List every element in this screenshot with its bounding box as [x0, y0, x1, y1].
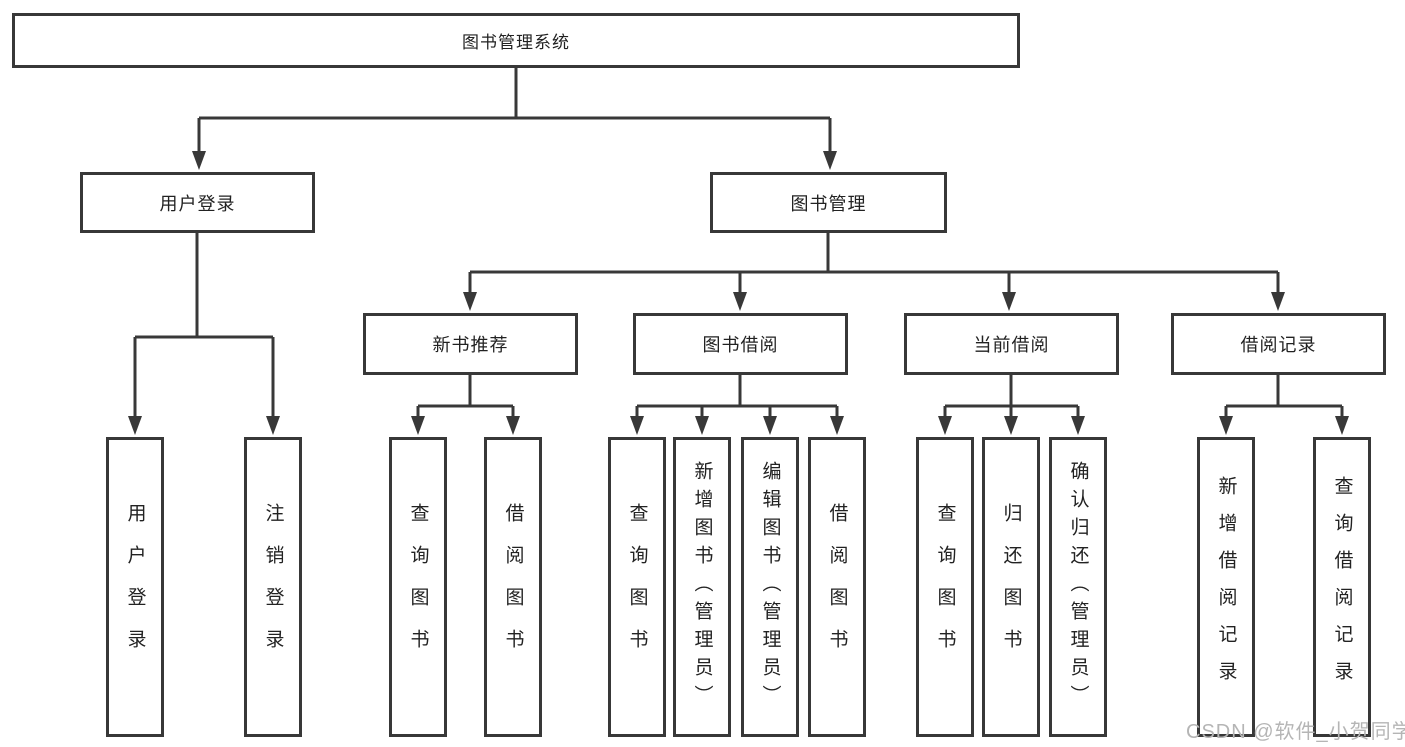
- node-borrow-books-recommend: 借阅图书: [484, 437, 542, 737]
- arrow-icon: [733, 292, 747, 311]
- node-borrowing-records: 借阅记录: [1171, 313, 1386, 375]
- node-edit-book-admin: 编辑图书（管理员）: [741, 437, 799, 737]
- arrow-icon: [830, 416, 844, 435]
- node-confirm-return-admin: 确认归还（管理员）: [1049, 437, 1107, 737]
- arrow-icon: [695, 416, 709, 435]
- arrow-icon: [763, 416, 777, 435]
- node-return-books: 归还图书: [982, 437, 1040, 737]
- node-new-book-recommendation: 新书推荐: [363, 313, 578, 375]
- arrow-icon: [1271, 292, 1285, 311]
- node-logout-leaf: 注销登录: [244, 437, 302, 737]
- arrow-icon: [506, 416, 520, 435]
- arrow-icon: [1071, 416, 1085, 435]
- watermark-text: CSDN @软件_小贺同学: [1186, 721, 1405, 743]
- arrow-icon: [938, 416, 952, 435]
- arrow-icon: [1219, 416, 1233, 435]
- arrow-icon: [630, 416, 644, 435]
- node-query-books-recommend: 查询图书: [389, 437, 447, 737]
- node-user-login: 用户登录: [80, 172, 315, 233]
- node-add-borrow-record: 新增借阅记录: [1197, 437, 1255, 737]
- arrow-icon: [1002, 292, 1016, 311]
- node-user-login-leaf: 用户登录: [106, 437, 164, 737]
- node-book-management: 图书管理: [710, 172, 947, 233]
- node-query-borrow-record: 查询借阅记录: [1313, 437, 1371, 737]
- arrow-icon: [1004, 416, 1018, 435]
- arrow-icon: [1335, 416, 1349, 435]
- arrow-icon: [463, 292, 477, 311]
- arrow-icon: [192, 151, 206, 170]
- arrow-icon: [266, 416, 280, 435]
- node-borrow-books-leaf: 借阅图书: [808, 437, 866, 737]
- arrow-icon: [823, 151, 837, 170]
- node-add-book-admin: 新增图书（管理员）: [673, 437, 731, 737]
- arrow-icon: [411, 416, 425, 435]
- node-library-management-system: 图书管理系统: [12, 13, 1020, 68]
- node-query-books-current: 查询图书: [916, 437, 974, 737]
- arrow-icon: [128, 416, 142, 435]
- node-current-borrowing: 当前借阅: [904, 313, 1119, 375]
- node-query-books-borrowing: 查询图书: [608, 437, 666, 737]
- node-book-borrowing: 图书借阅: [633, 313, 848, 375]
